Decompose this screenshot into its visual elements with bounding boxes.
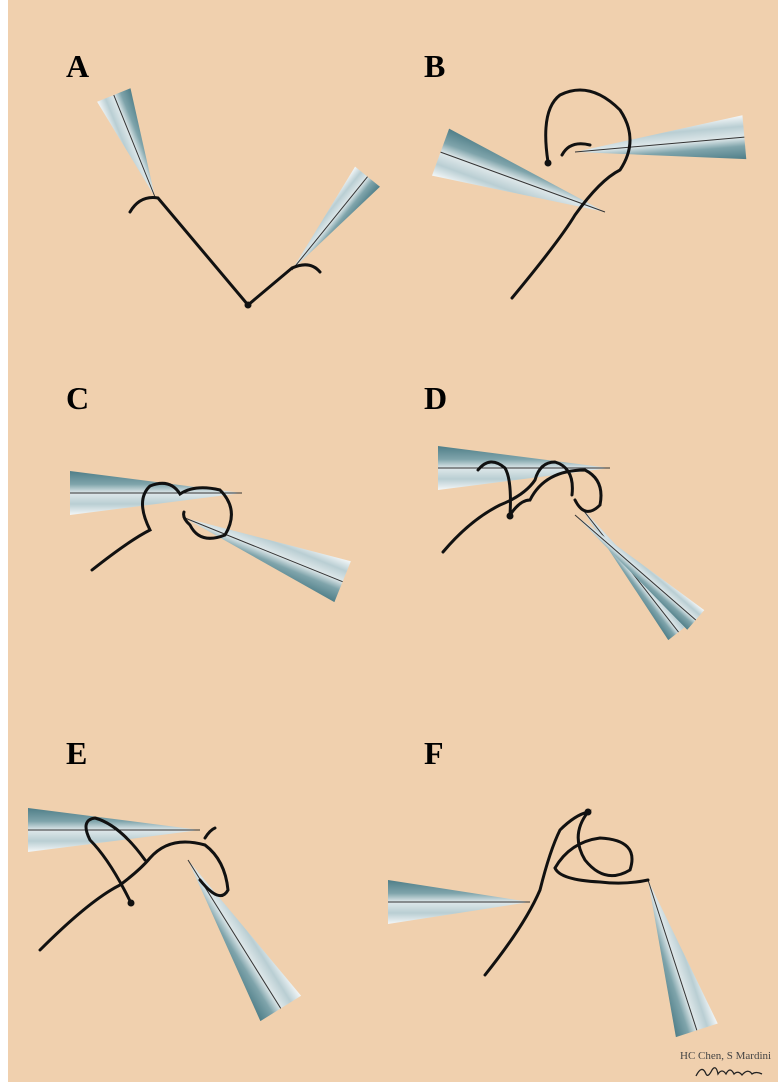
panel-label-d: D xyxy=(424,380,447,417)
suture-end-f xyxy=(585,809,592,816)
artist-signature xyxy=(694,1062,774,1080)
panel-label-c: C xyxy=(66,380,89,417)
knot-point-a xyxy=(245,302,252,309)
suture-end-b xyxy=(545,160,552,167)
panel-label-e: E xyxy=(66,735,87,772)
panel-label-f: F xyxy=(424,735,444,772)
suture-end-e xyxy=(128,900,135,907)
panel-label-a: A xyxy=(66,48,89,85)
suture-end-d xyxy=(507,513,514,520)
panel-label-b: B xyxy=(424,48,445,85)
artist-credit: HC Chen, S Mardini xyxy=(680,1050,771,1062)
